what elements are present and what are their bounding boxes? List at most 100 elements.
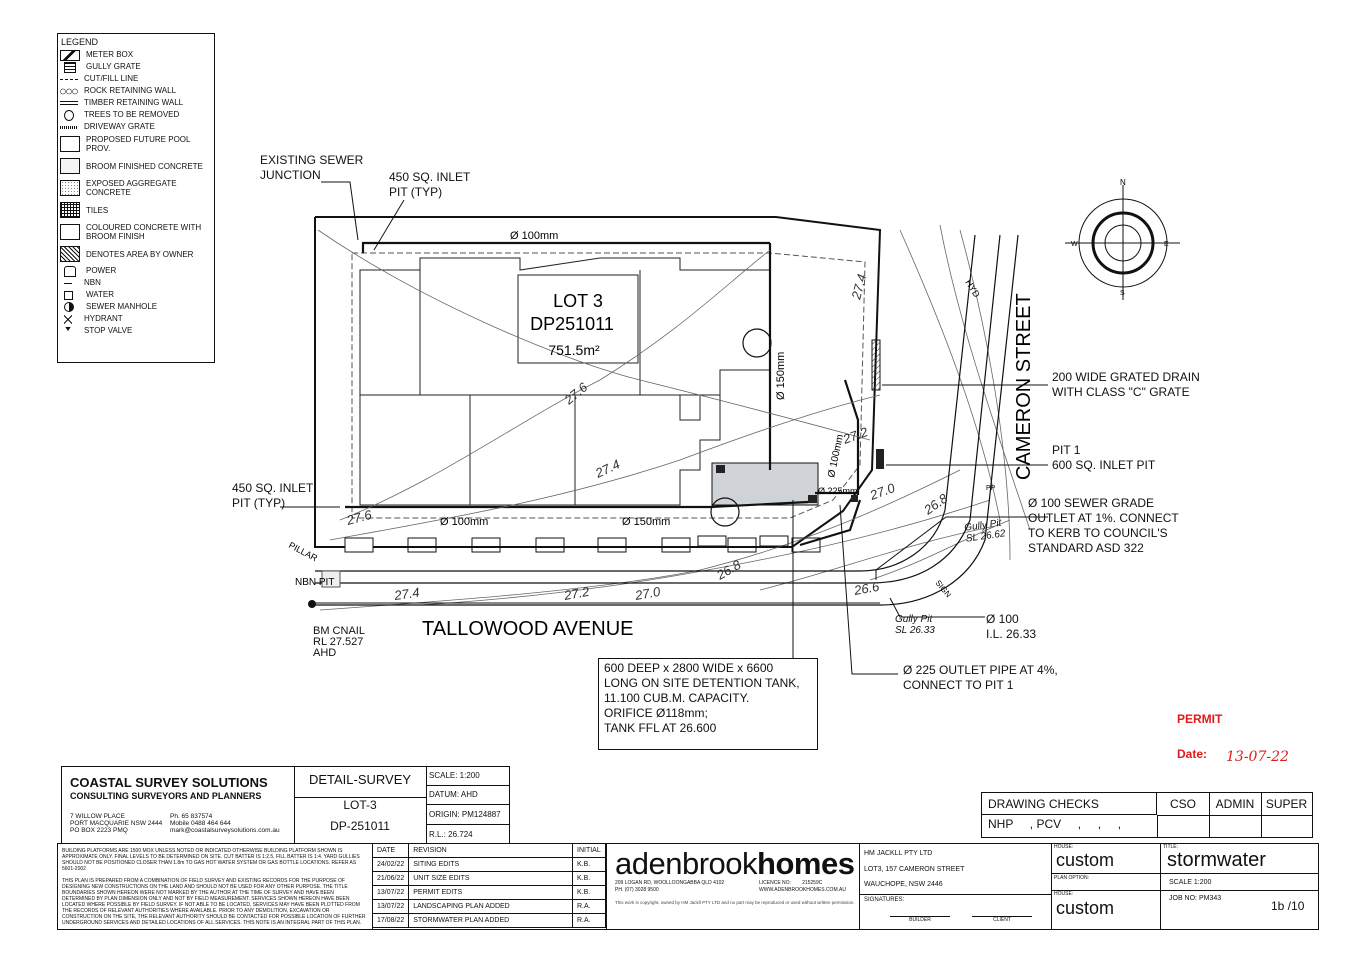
legend-item-label: COLOURED CONCRETE WITH BROOM FINISH xyxy=(86,223,202,241)
street-cameron: CAMERON STREET xyxy=(1013,293,1035,480)
sheet-number: 1b /10 xyxy=(1271,899,1305,913)
pipe-225: Ø 225mm xyxy=(818,486,858,496)
brand-logo: adenbrookhomes xyxy=(615,846,855,882)
contour-label: 27.4 xyxy=(848,272,869,301)
house2-label: HOUSE: xyxy=(1054,891,1074,897)
client-signature: CLIENT xyxy=(972,916,1032,923)
rock-wall-icon xyxy=(60,86,78,96)
sign-label: SIGN xyxy=(933,579,953,600)
pp-label: PP xyxy=(986,485,996,492)
site-plan: N S E W LOT 3 DP251011 751.5m² Ø 100mm Ø… xyxy=(280,178,1180,675)
survey-origin: ORIGIN: PM124887 xyxy=(427,805,510,825)
brand-block: adenbrookhomes 209 LOGAN RD, WOOLLOONGAB… xyxy=(606,844,860,929)
grated-drain xyxy=(871,339,881,391)
hatch-icon xyxy=(60,246,80,262)
survey-contact: Ph. 65 837574 Mobile 0488 464 644 mark@c… xyxy=(170,813,280,834)
cut-fill-line-icon xyxy=(60,78,78,80)
brand-licence: LICENCE NO: 215259C WWW.ADENBROOKHOMES.C… xyxy=(759,880,846,893)
hydrant-icon xyxy=(64,314,72,324)
legend-item: TIMBER RETAINING WALL xyxy=(58,97,214,109)
builder-signature: BUILDER xyxy=(890,916,950,923)
revision-initial: R.A. xyxy=(572,899,606,914)
legend-item-label: CUT/FILL LINE xyxy=(84,74,139,83)
nbn-pit-icon xyxy=(321,570,341,588)
client-signatures: SIGNATURES: xyxy=(864,897,905,903)
pool-icon xyxy=(60,136,80,152)
survey-type: DETAIL-SURVEY xyxy=(294,767,426,798)
legend-item-label: WATER xyxy=(86,290,114,299)
rev-header-date: DATE xyxy=(371,843,410,858)
survey-scale: SCALE: 1:200 xyxy=(427,767,510,786)
legend-item: DRIVEWAY GRATE xyxy=(58,121,214,133)
legend-item: DENOTES AREA BY OWNER xyxy=(58,243,214,265)
legend-item: HYDRANT xyxy=(58,313,214,325)
brand-fine: This work is copyright, owned by HM Jack… xyxy=(615,900,855,905)
contour-label: 27.4 xyxy=(592,456,622,481)
aggregate-icon xyxy=(60,180,80,196)
legend-item: BROOM FINISHED CONCRETE xyxy=(58,155,214,177)
house-block: HOUSE: custom PLAN OPTION: HOUSE: custom xyxy=(1051,844,1161,929)
legend-item-label: NBN xyxy=(84,278,101,287)
lot-title: LOT 3 xyxy=(553,291,603,311)
pipe-100-top: Ø 100mm xyxy=(510,230,558,242)
title-label: TITLE: xyxy=(1163,844,1179,850)
date-stamp-value: 13-07-22 xyxy=(1226,749,1289,765)
contour-label: 27.2 xyxy=(840,424,871,447)
leader-lines xyxy=(280,181,1048,675)
client-address1: LOT3, 157 CAMERON STREET xyxy=(864,866,965,873)
pipe-150-vert: Ø 150mm xyxy=(775,352,787,400)
lot-dp: DP251011 xyxy=(530,314,614,334)
inlet-pit-top-label: 450 SQ. INLET PIT (TYP) xyxy=(389,170,471,199)
nbn-pit-label: NBN PIT xyxy=(295,577,334,588)
legend-item-label: DENOTES AREA BY OWNER xyxy=(86,249,194,259)
pit1-label: PIT 1 600 SQ. INLET PIT xyxy=(1052,443,1156,472)
plan-option-label: PLAN OPTION: xyxy=(1054,875,1090,881)
legend-item-label: EXPOSED AGGREGATE CONCRETE xyxy=(86,179,177,197)
compass-n: N xyxy=(1120,178,1126,187)
legend-item-label: DRIVEWAY GRATE xyxy=(84,122,155,131)
revision-date: 13/07/22 xyxy=(371,885,410,900)
legend-item: POWER xyxy=(58,265,214,277)
legend-item-label: TREES TO BE REMOVED xyxy=(84,110,180,119)
job-label: JOB NO: xyxy=(1169,895,1198,902)
legend-item-label: GULLY GRATE xyxy=(86,62,141,71)
survey-block: COASTAL SURVEY SOLUTIONS CONSULTING SURV… xyxy=(61,766,510,844)
legend-item: GULLY GRATE xyxy=(58,61,214,73)
gully-pit-2-label: Gully Pit SL 26.33 xyxy=(895,614,935,636)
checks-col-super: SUPER xyxy=(1261,793,1312,816)
legend-item: STOP VALVE xyxy=(58,325,214,337)
legend-item-label: SEWER MANHOLE xyxy=(86,302,158,311)
contour-label: 27.6 xyxy=(344,507,374,528)
legend-item-label: STOP VALVE xyxy=(84,326,133,335)
meter-box-icon xyxy=(60,49,80,61)
pipe-100-bottom: Ø 100mm xyxy=(440,516,488,528)
survey-dp: DP-251011 xyxy=(330,819,390,833)
compass-w: W xyxy=(1071,241,1078,248)
contour-label: 26.6 xyxy=(852,579,881,598)
setback-line xyxy=(351,252,866,519)
survey-datum: DATUM: AHD xyxy=(427,786,510,805)
hyd-label: HYD xyxy=(963,278,982,300)
bm-icon xyxy=(308,600,316,608)
legend-item-label: ROCK RETAINING WALL xyxy=(84,86,177,95)
legend-item-label: POWER xyxy=(86,266,117,275)
compass-s: S xyxy=(1120,290,1125,297)
contour-lines xyxy=(317,224,1031,611)
sewer-outlet-label: Ø 100 SEWER GRADE OUTLET AT 1%. CONNECT … xyxy=(1028,496,1179,555)
client-block: HM JACKLL PTY LTD LOT3, 157 CAMERON STRE… xyxy=(859,844,1052,929)
house-label: HOUSE: xyxy=(1054,844,1074,850)
legend-item: COLOURED CONCRETE WITH BROOM FINISH xyxy=(58,221,214,243)
client-address2: WAUCHOPE, NSW 2446 xyxy=(864,881,943,888)
detention-tank xyxy=(711,462,819,506)
broom-concrete-icon xyxy=(60,158,80,174)
legend-item: PROPOSED FUTURE POOL PROV. xyxy=(58,133,214,155)
inlet-pit-left-label: 450 SQ. INLET PIT (TYP) xyxy=(232,481,314,510)
revision-text: UNIT SIZE EDITS xyxy=(408,871,573,886)
client-company: HM JACKLL PTY LTD xyxy=(864,850,933,857)
revision-text: STORMWATER PLAN ADDED xyxy=(408,913,573,928)
revision-date: 13/07/22 xyxy=(371,899,410,914)
timber-wall-icon xyxy=(60,101,78,105)
